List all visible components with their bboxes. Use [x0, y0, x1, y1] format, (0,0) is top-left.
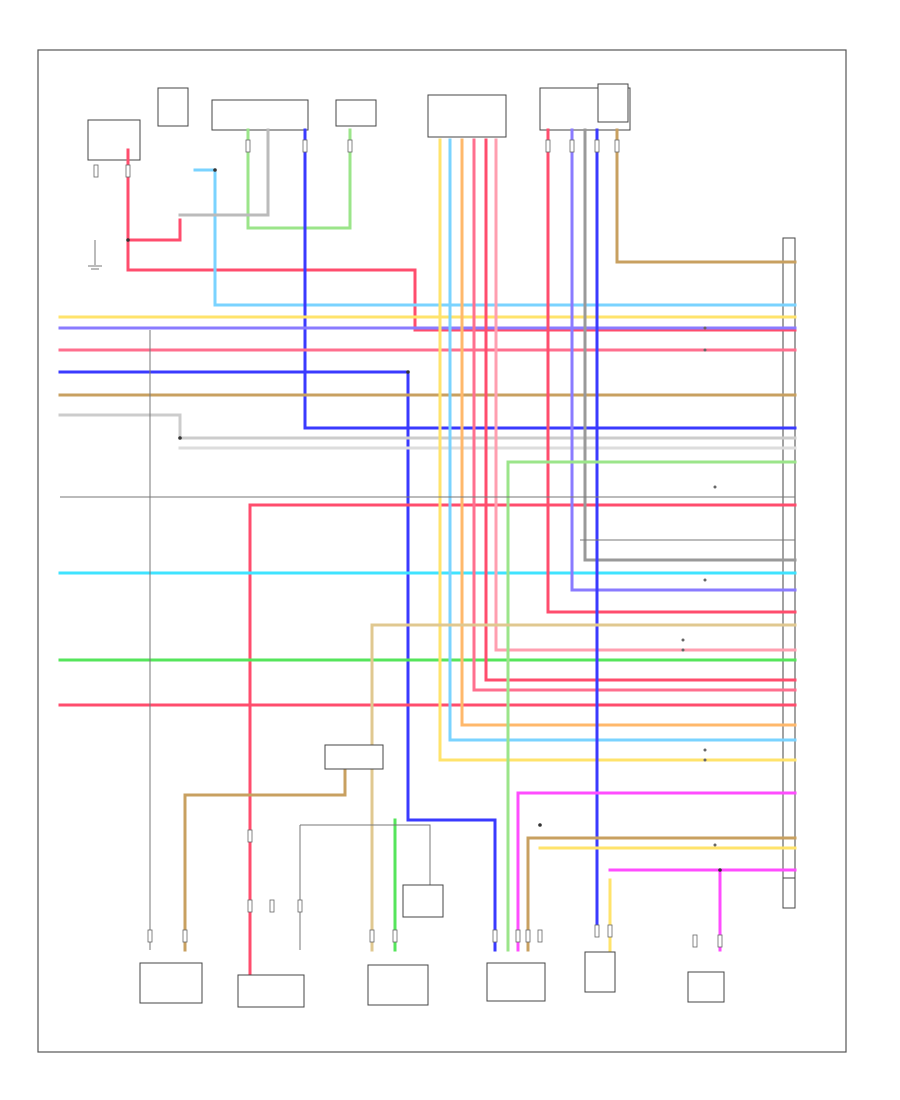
- bottom-component-6: [687, 971, 725, 1003]
- wire-red-v3: [484, 138, 797, 682]
- top-switch-left: [87, 119, 141, 161]
- wire-light-green-v: [506, 460, 797, 952]
- right-connector-block-lower: [782, 877, 796, 909]
- bottom-component-4: [486, 962, 546, 1002]
- top-switch-mid: [335, 99, 377, 127]
- wire-pink-v2: [494, 138, 797, 652]
- wire-cyan-v: [448, 138, 797, 742]
- wire-tan-right-v: [615, 128, 797, 264]
- right-connector-block: [782, 237, 796, 879]
- ground-icon: [88, 240, 102, 270]
- wire-yellow-v: [438, 138, 797, 762]
- wire-magenta-lower-2: [608, 868, 797, 952]
- mid-relay-box: [402, 884, 444, 918]
- bottom-component-5: [584, 951, 616, 993]
- wire-tan-right-lower: [526, 836, 797, 952]
- diagram-frame: [37, 49, 847, 1053]
- wire-thin-gray-3: [299, 824, 431, 950]
- bottom-component-2: [237, 974, 305, 1008]
- wire-light-green-relay: [246, 128, 352, 230]
- wires: [58, 128, 797, 977]
- wire-red-top-left: [126, 148, 797, 332]
- connector-marks: [93, 139, 723, 948]
- wire-orange-v: [460, 138, 797, 727]
- top-module-right-sub: [597, 83, 629, 123]
- wire-gray-relay: [178, 128, 270, 217]
- top-relay-2: [211, 99, 309, 131]
- splice-dots: [126, 168, 722, 872]
- bottom-component-1: [139, 962, 203, 1004]
- wire-red-right-v: [546, 128, 797, 614]
- mid-switch-box: [324, 744, 384, 770]
- top-relay-1: [157, 87, 189, 127]
- top-module-center: [427, 94, 507, 138]
- wire-magenta-lower: [516, 791, 797, 952]
- wire-cyan-top: [193, 168, 797, 307]
- bottom-component-3: [367, 964, 429, 1006]
- wire-violet-right-v: [570, 128, 797, 592]
- wire-pink-v: [472, 138, 797, 692]
- wire-red-top-left-branch: [126, 218, 182, 242]
- right-pin-marks: [681, 326, 717, 847]
- wire-gray-right-v: [583, 128, 797, 562]
- wire-blue-main: [303, 128, 797, 430]
- wire-tan-lower: [183, 758, 347, 952]
- wire-tan-lower-2: [370, 623, 797, 952]
- wire-blue-h2: [58, 370, 497, 952]
